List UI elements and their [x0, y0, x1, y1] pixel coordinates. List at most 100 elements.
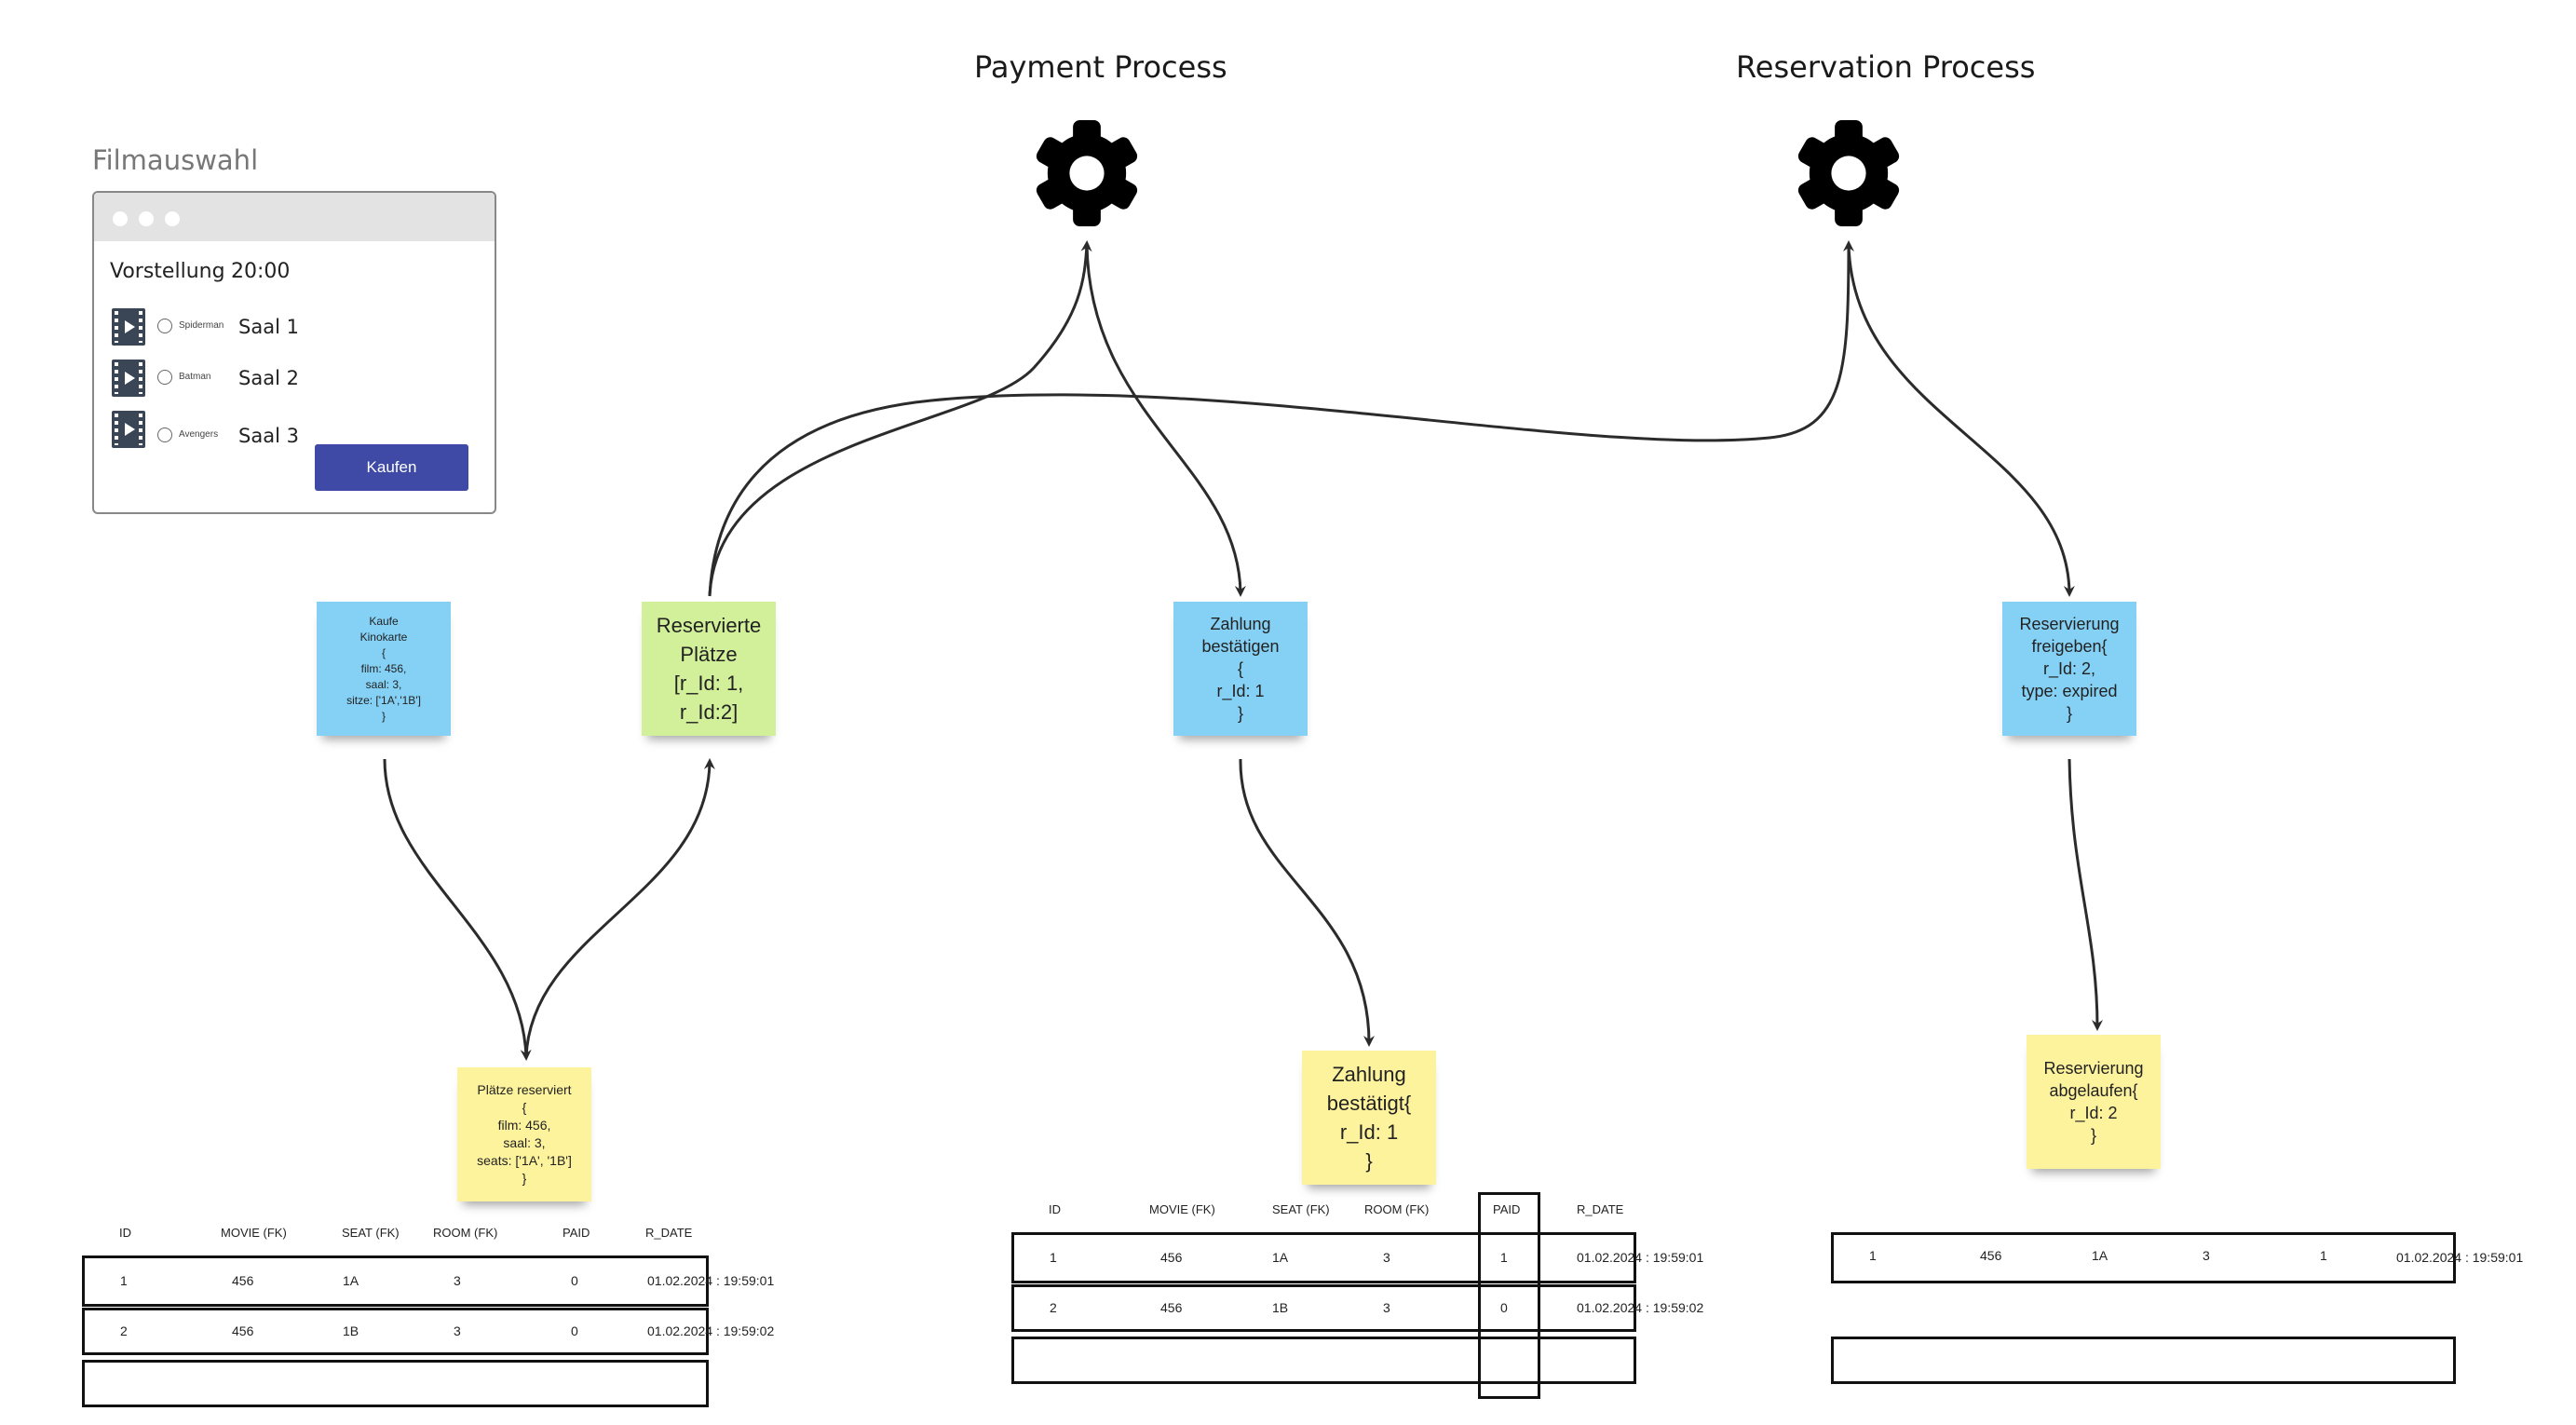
- cell-movie: 456: [232, 1323, 254, 1338]
- table-row: 2 456 1B 3 0 01.02.2024 : 19:59:02: [1011, 1284, 1703, 1332]
- cell-paid: 0: [571, 1273, 578, 1288]
- film-room: Saal 3: [238, 425, 299, 447]
- cell-movie: 456: [1160, 1250, 1183, 1265]
- table-row: 1 456 1A 3 0 01.02.2024 : 19:59:01: [82, 1255, 774, 1307]
- note-line: abgelaufen{: [2049, 1081, 2138, 1100]
- note-line: r_Id: 2,: [2042, 659, 2096, 678]
- film-icon: [112, 308, 145, 346]
- table-row-empty: [1831, 1337, 2456, 1384]
- cell-paid: 0: [571, 1323, 578, 1338]
- note-line: type: expired: [2021, 682, 2118, 700]
- cell-paid: 1: [1500, 1250, 1508, 1265]
- cell-movie: 456: [1160, 1300, 1183, 1315]
- note-line: }: [1365, 1149, 1373, 1173]
- note-reservierung-freigeben: Reservierung freigeben{ r_Id: 2, type: e…: [2002, 602, 2136, 736]
- note-line: Reservierte: [656, 614, 762, 637]
- column-header-rdate: R_DATE: [645, 1226, 693, 1240]
- cell-room: 3: [454, 1323, 461, 1338]
- film-icon: [112, 411, 145, 448]
- window-titlebar: [94, 193, 495, 241]
- note-line: bestätigt{: [1326, 1092, 1412, 1115]
- table-row-empty: [1011, 1337, 1636, 1384]
- cell-room: 3: [1383, 1250, 1390, 1265]
- film-radio-avengers[interactable]: [157, 428, 172, 442]
- note-line: Kinokarte: [359, 630, 408, 644]
- cell-seat: 1A: [343, 1273, 359, 1288]
- note-line: }: [381, 709, 386, 723]
- reservation-process-title: Reservation Process: [1736, 49, 2036, 85]
- table-row-empty: [82, 1360, 709, 1407]
- paid-column-highlight: [1478, 1192, 1540, 1399]
- note-line: Reservierung: [2043, 1059, 2144, 1078]
- note-line: Zahlung: [1332, 1063, 1406, 1086]
- column-header-id: ID: [119, 1226, 131, 1240]
- filmauswahl-title: Filmauswahl: [92, 144, 259, 176]
- note-zahlung-bestaetigen: Zahlung bestätigen { r_Id: 1 }: [1173, 602, 1308, 736]
- note-reservierung-abgelaufen: Reservierung abgelaufen{ r_Id: 2 }: [2027, 1035, 2161, 1169]
- arrow-reservierung-freigeben-to-abgelaufen: [2068, 758, 2103, 1031]
- cell-rdate: 01.02.2024 : 19:59:01: [647, 1273, 775, 1288]
- column-header-rdate: R_DATE: [1577, 1202, 1624, 1216]
- gear-icon: [1036, 119, 1138, 227]
- show-time: 20:00: [231, 260, 291, 283]
- arrow-plaetze-reserviert-to-reservierte-plaetze: [524, 758, 715, 1058]
- cell-id: 1: [1050, 1250, 1057, 1265]
- cell-seat: 1A: [1272, 1250, 1289, 1265]
- vorstellung-label: Vorstellung: [110, 260, 225, 283]
- note-line: }: [522, 1171, 527, 1186]
- cell-room: 3: [454, 1273, 461, 1288]
- table-row: 2 456 1B 3 0 01.02.2024 : 19:59:02: [82, 1308, 774, 1355]
- cell-rdate: 01.02.2024 : 19:59:01: [2396, 1250, 2524, 1265]
- cell-room: 3: [2203, 1248, 2210, 1263]
- column-header-seat: SEAT (FK): [342, 1226, 400, 1240]
- cell-id: 1: [1869, 1248, 1877, 1263]
- film-room: Saal 2: [238, 367, 299, 389]
- note-line: r_Id: 2: [2069, 1104, 2118, 1122]
- cell-room: 3: [1383, 1300, 1390, 1315]
- film-selection-window: Vorstellung 20:00 Spiderman Saal 1 Batma…: [92, 191, 496, 514]
- cell-rdate: 01.02.2024 : 19:59:01: [1577, 1250, 1704, 1265]
- note-line: }: [1237, 704, 1243, 723]
- arrow-reservation-to-reservierung-freigeben: [1847, 243, 2075, 597]
- column-header-room: ROOM (FK): [1364, 1202, 1430, 1216]
- payment-process-title: Payment Process: [974, 49, 1227, 85]
- cell-movie: 456: [1980, 1248, 2002, 1263]
- table-row: 1 456 1A 3 1 01.02.2024 : 19:59:01: [1831, 1232, 2523, 1283]
- table-row: 1 456 1A 3 1 01.02.2024 : 19:59:01: [1011, 1232, 1703, 1283]
- arrow-reservierte-plaetze-to-payment: [708, 240, 1092, 597]
- note-line: Zahlung: [1210, 615, 1271, 633]
- note-reservierte-plaetze: Reservierte Plätze [r_Id: 1, r_Id:2]: [642, 602, 776, 736]
- note-line: film: 456,: [360, 661, 407, 675]
- note-line: film: 456,: [497, 1118, 551, 1133]
- gear-icon: [1797, 119, 1900, 227]
- note-line: sitze: ['1A','1B']: [346, 693, 421, 707]
- film-name: Batman: [179, 372, 211, 382]
- column-header-paid: PAID: [563, 1226, 590, 1240]
- cell-id: 2: [120, 1323, 128, 1338]
- cell-paid: 1: [2320, 1248, 2327, 1263]
- film-room: Saal 1: [238, 316, 299, 338]
- note-line: Plätze: [680, 643, 738, 666]
- arrow-reservierte-plaetze-to-reservation: [708, 240, 1854, 597]
- note-line: bestätigen: [1201, 637, 1280, 656]
- note-line: saal: 3,: [503, 1135, 546, 1150]
- note-line: Kaufe: [369, 614, 399, 628]
- kaufen-button[interactable]: Kaufen: [315, 444, 468, 491]
- note-line: [r_Id: 1,: [673, 672, 744, 695]
- arrow-zahlung-bestaetigen-to-zahlung-bestaetigt: [1239, 758, 1375, 1047]
- column-header-room: ROOM (FK): [433, 1226, 498, 1240]
- window-dot: [139, 211, 154, 226]
- note-line: {: [381, 645, 386, 659]
- column-header-id: ID: [1049, 1202, 1061, 1216]
- window-dot: [165, 211, 180, 226]
- note-zahlung-bestaetigt: Zahlung bestätigt{ r_Id: 1 }: [1302, 1051, 1436, 1185]
- film-radio-batman[interactable]: [157, 370, 172, 385]
- film-radio-spiderman[interactable]: [157, 319, 172, 333]
- arrow-payment-to-zahlung-bestaetigen: [1085, 243, 1246, 597]
- arrow-kaufe-to-plaetze-reserviert: [383, 758, 532, 1061]
- note-line: }: [2090, 1126, 2096, 1145]
- cell-id: 2: [1050, 1300, 1057, 1315]
- window-dot: [113, 211, 128, 226]
- note-line: seats: ['1A', '1B']: [477, 1153, 572, 1168]
